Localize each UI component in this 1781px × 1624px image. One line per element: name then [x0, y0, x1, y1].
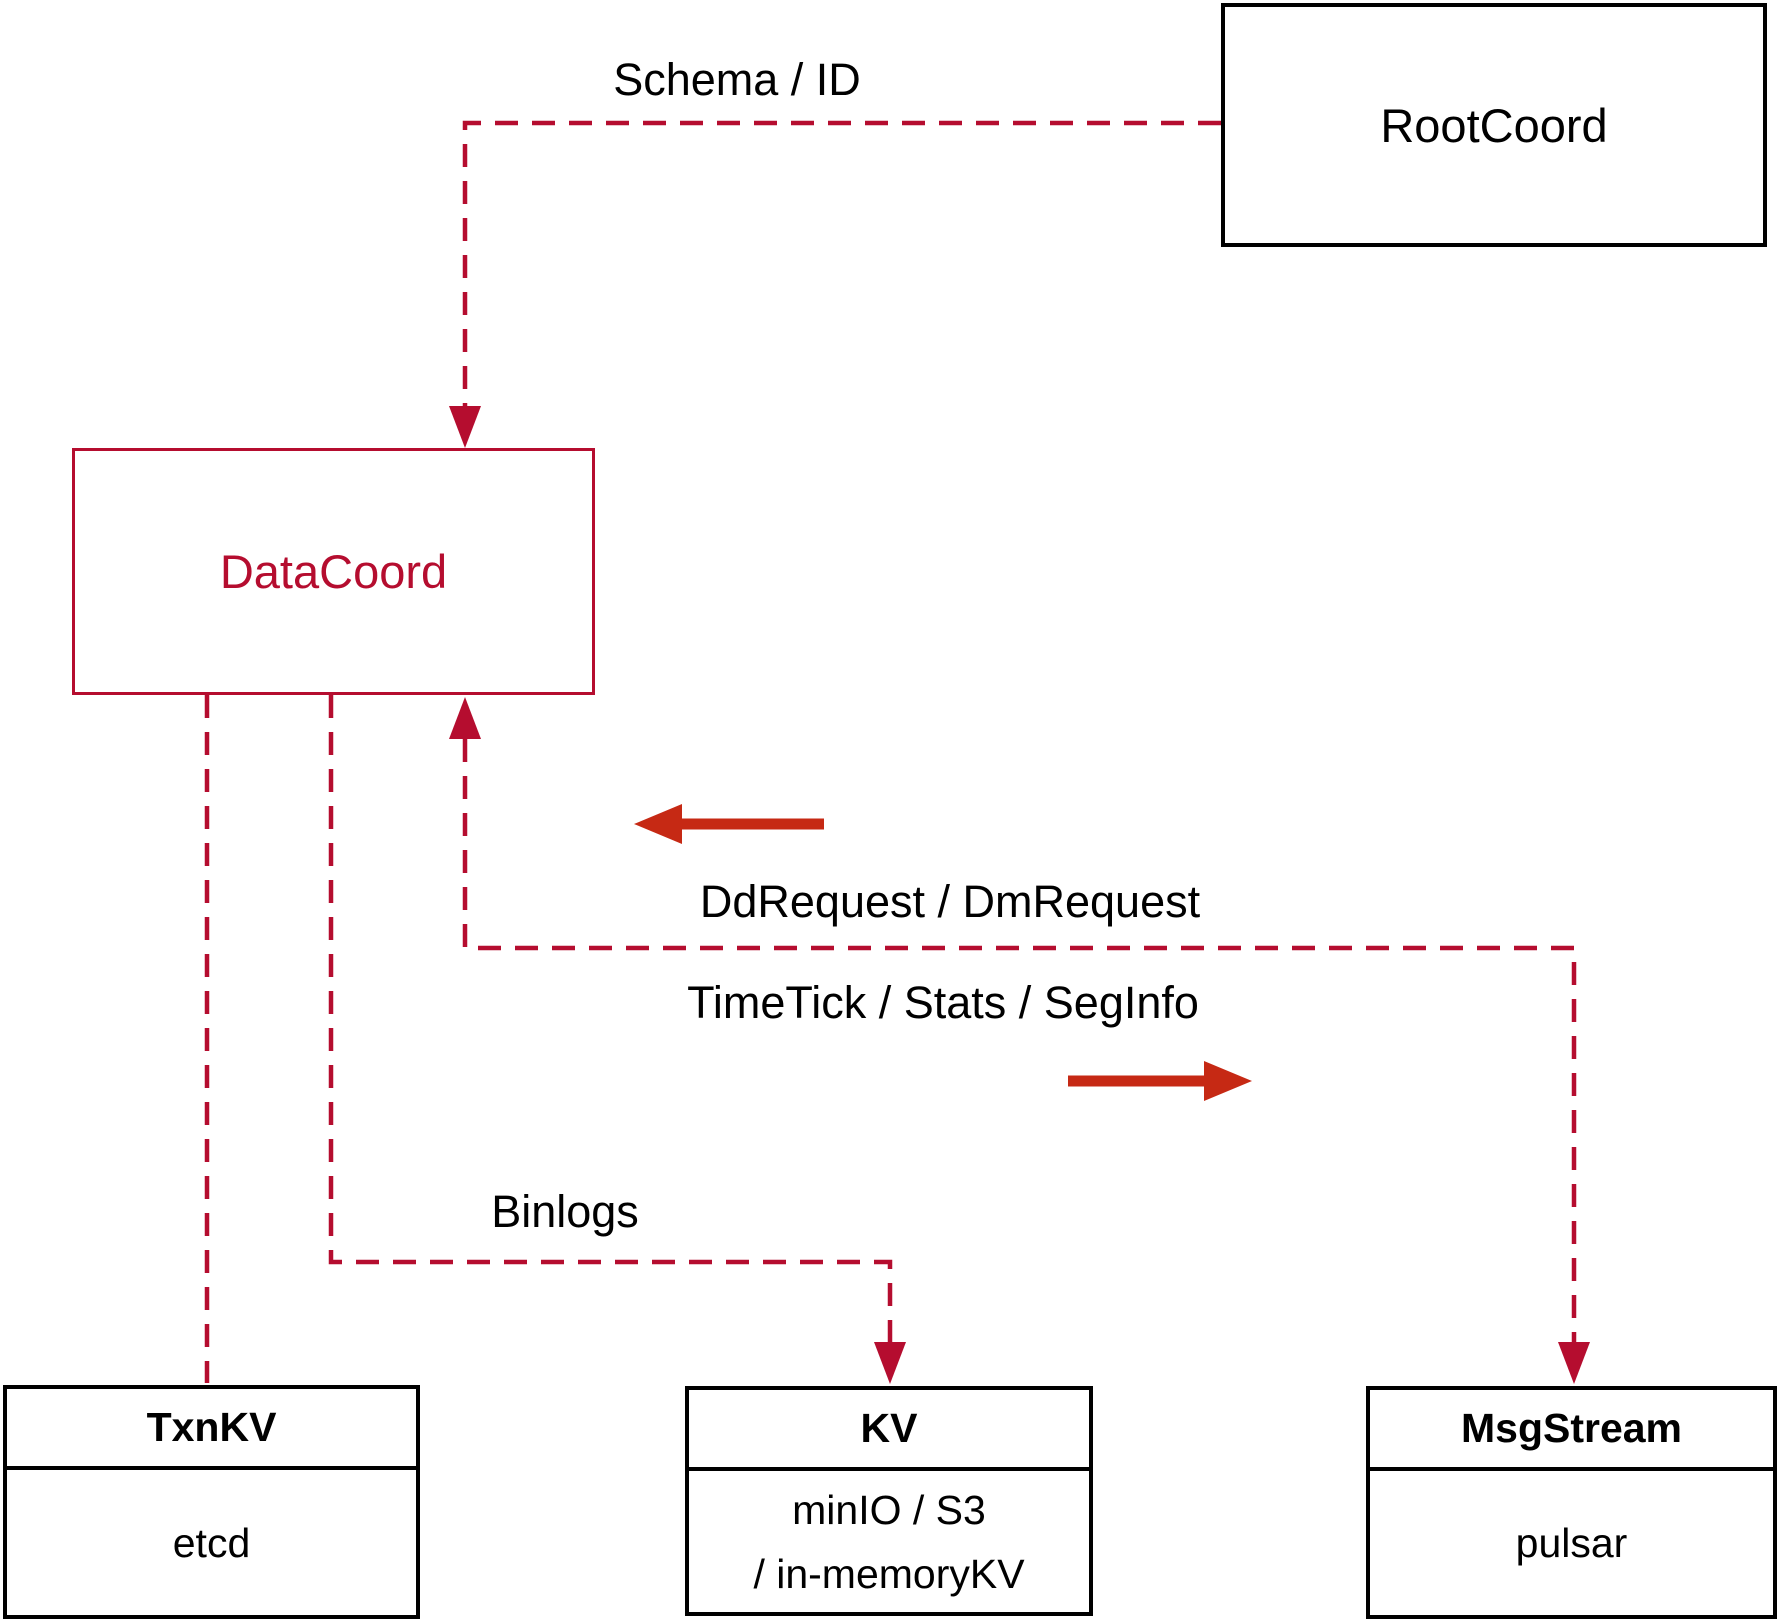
- schema-id-edge-label: Schema / ID: [613, 54, 861, 105]
- arrowhead-into-msgstream: [1558, 1342, 1590, 1384]
- arrowhead-into-datacoord-top: [449, 406, 481, 448]
- msgstream-title: MsgStream: [1370, 1390, 1773, 1471]
- txnkv-body: etcd: [172, 1519, 251, 1566]
- right-direction-arrow-icon: [1068, 1061, 1252, 1101]
- msgstream-body: pulsar: [1515, 1520, 1628, 1566]
- arrowhead-into-datacoord-bottom: [449, 697, 481, 739]
- kv-node: KV minIO / S3 / in-memoryKV: [685, 1386, 1093, 1616]
- arrowhead-into-kv: [874, 1342, 906, 1384]
- rootcoord-label: RootCoord: [1380, 98, 1608, 152]
- dd-dm-request-edge-label: DdRequest / DmRequest: [699, 876, 1201, 927]
- kv-title: KV: [689, 1390, 1089, 1471]
- timetick-stats-seginfo-edge-label: TimeTick / Stats / SegInfo: [687, 977, 1199, 1028]
- kv-body-line2: / in-memoryKV: [753, 1550, 1025, 1597]
- left-direction-arrow-icon: [634, 804, 824, 844]
- msgstream-node: MsgStream pulsar: [1366, 1386, 1777, 1619]
- binlogs-connector: [328, 695, 893, 1342]
- txnkv-node: TxnKV etcd: [3, 1385, 420, 1619]
- txnkv-title: TxnKV: [7, 1389, 416, 1470]
- schema-id-connector: [462, 120, 1221, 406]
- binlogs-edge-label: Binlogs: [491, 1186, 639, 1237]
- kv-body-line1: minIO / S3: [792, 1486, 986, 1533]
- datacoord-node: DataCoord: [72, 448, 595, 695]
- dd-dm-connector: [462, 739, 1577, 1342]
- datacoord-label: DataCoord: [219, 545, 448, 598]
- rootcoord-node: RootCoord: [1221, 3, 1767, 247]
